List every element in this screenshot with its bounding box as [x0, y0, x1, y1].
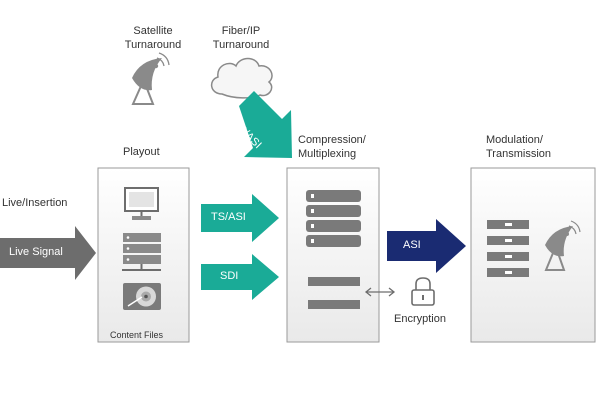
live-signal-text: Live Signal [9, 246, 63, 258]
satellite-turnaround-label: Satellite Turnaround [124, 25, 182, 51]
server-stack-icon [306, 190, 361, 247]
asi-arrow [387, 219, 466, 273]
fiber-turnaround-label: Fiber/IP Turnaround [212, 25, 270, 51]
playout-title: Playout [123, 146, 160, 158]
satellite-dish-icon [131, 52, 170, 105]
bidirectional-arrow-icon [364, 287, 396, 297]
ts-asi-diagonal-arrow [239, 91, 292, 158]
asi-text: ASI [403, 239, 421, 251]
live-insertion-label: Live/Insertion [2, 197, 68, 209]
sdi-arrow [201, 254, 279, 300]
modulation-title: Modulation/ Transmission [486, 134, 551, 160]
hard-disk-icon [123, 283, 161, 310]
sdi-text: SDI [220, 270, 239, 282]
live-signal-arrow [0, 226, 96, 280]
encryption-label: Encryption [394, 313, 446, 325]
server-stack-icon [487, 220, 529, 277]
satellite-dish-icon [544, 220, 581, 271]
cloud-icon [210, 57, 273, 99]
server-icon [122, 233, 161, 271]
server-icon [308, 277, 360, 309]
lock-icon [411, 277, 435, 306]
ts-asi-arrow [201, 194, 279, 242]
compression-title: Compression/ Multiplexing [298, 134, 366, 160]
ts-asi-text: TS/ASI [211, 211, 246, 223]
monitor-icon [124, 187, 159, 220]
content-files-label: Content Files [110, 330, 164, 340]
